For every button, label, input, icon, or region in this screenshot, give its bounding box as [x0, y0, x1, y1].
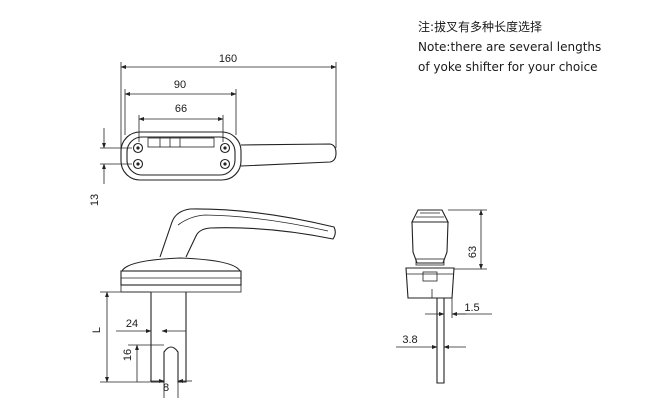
side-view [405, 209, 455, 384]
side-thickness-b-dimension: 3.8 [396, 334, 466, 349]
dim-slot-width: 8 [163, 382, 169, 394]
front-view-handle-inner-edge [177, 214, 329, 232]
front-view-rose [121, 257, 241, 272]
dim-slot-depth: 16 [122, 349, 134, 361]
dim-side-thickness-b: 3.8 [402, 334, 417, 346]
side-view-neck [411, 221, 449, 264]
shifter-offset-dimension: 24 [116, 318, 186, 333]
shifter-length-dimension: L [91, 291, 150, 383]
side-view-base [405, 267, 455, 299]
slot-depth-dimension: 16 [122, 344, 164, 382]
dim-shifter-offset: 24 [126, 318, 138, 330]
front-view-handle [159, 208, 336, 258]
dim-inner-length: 66 [175, 103, 187, 115]
side-thickness-a-dimension: 1.5 [425, 298, 492, 318]
note-english-line-1: Note:there are several lengths [418, 40, 602, 54]
dim-overall-length: 160 [219, 53, 237, 65]
side-view-yoke-shifter [436, 298, 445, 384]
dim-mid-length: 90 [174, 79, 186, 91]
side-view-knob [411, 209, 449, 223]
note-chinese: 注:拔叉有多种长度选择 [418, 20, 543, 34]
front-view-gasket [120, 284, 242, 293]
base-height-dimension: 13 [89, 128, 132, 206]
dim-shifter-length: L [91, 327, 103, 333]
top-view: 160 90 66 [120, 53, 337, 181]
top-view-lever-arm [240, 143, 337, 167]
note-english-line-2: of yoke shifter for your choice [418, 60, 598, 74]
slot-width-dimension: 8 [150, 379, 192, 398]
dim-side-height: 63 [467, 246, 479, 258]
top-view-base-plate [120, 131, 242, 181]
front-view-yoke-shifter [150, 292, 187, 383]
dim-side-thickness-a: 1.5 [464, 302, 479, 314]
dim-base-height: 13 [89, 194, 101, 206]
side-height-dimension: 63 [448, 209, 487, 270]
front-view [120, 208, 336, 383]
top-view-screw-holes [132, 142, 231, 170]
